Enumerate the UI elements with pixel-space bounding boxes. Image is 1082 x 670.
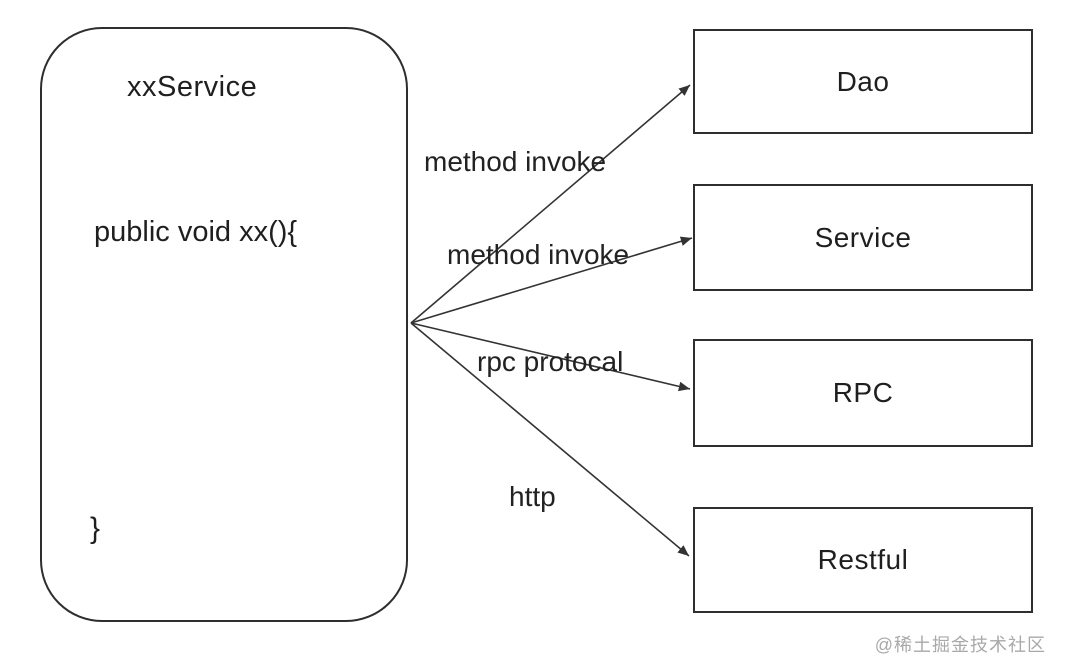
arrow-label-http: http	[509, 481, 556, 512]
target-box-restful-label: Restful	[817, 544, 909, 575]
site-watermark: @稀土掘金技术社区	[874, 635, 1046, 655]
target-box-restful: Restful	[693, 507, 1033, 613]
target-box-rpc-label: RPC	[832, 377, 894, 408]
arrow-label-method-invoke-dao: method invoke	[424, 146, 607, 177]
arrow-line-method-invoke-dao	[410, 84, 691, 324]
service-code-open: public void xx(){	[94, 216, 298, 248]
service-box-title: xxService	[127, 71, 258, 103]
target-box-dao: Dao	[693, 29, 1033, 134]
service-source-box: xxService public void xx(){ }	[40, 27, 408, 622]
target-box-service: Service	[693, 184, 1033, 291]
target-box-dao-label: Dao	[836, 65, 890, 97]
target-box-service-label: Service	[814, 221, 912, 253]
arrow-label-method-invoke-service: method invoke	[447, 239, 630, 270]
target-box-rpc: RPC	[693, 339, 1033, 447]
service-code-close: }	[90, 512, 101, 545]
arrow-label-rpc-protocal: rpc protocal	[477, 346, 624, 377]
